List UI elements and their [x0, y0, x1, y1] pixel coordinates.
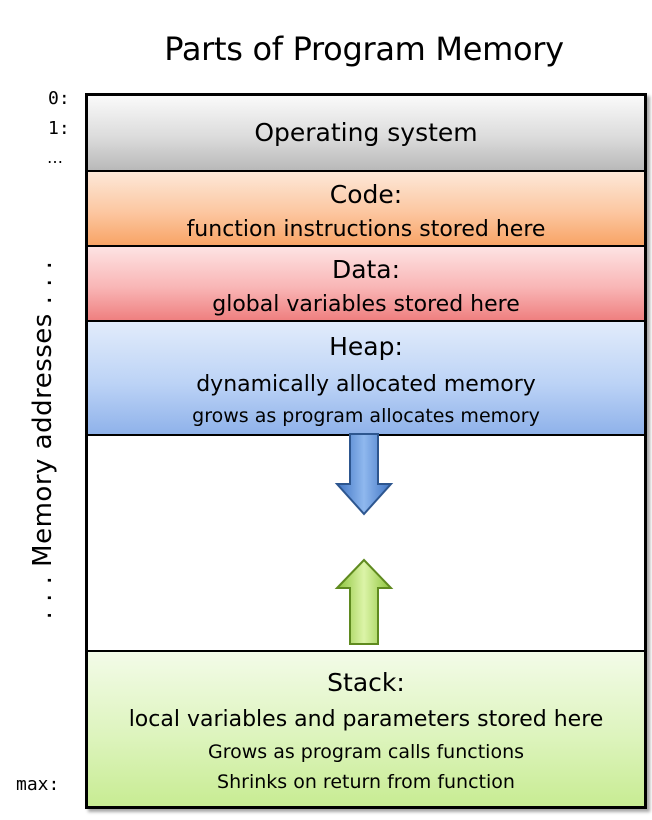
segment-stack-title: Stack: — [327, 668, 405, 697]
stack-growth-up-arrow-icon — [334, 558, 394, 645]
segment-heap-description: dynamically allocated memory — [196, 372, 536, 397]
segment-heap: Heap: dynamically allocated memory grows… — [88, 322, 644, 436]
segment-code-description: function instructions stored here — [186, 217, 546, 242]
address-label-max: max: — [16, 774, 60, 795]
segment-code-title: Code: — [329, 180, 403, 209]
memory-addresses-axis-label: . . . Memory addresses . . . — [28, 260, 58, 620]
address-label-one: 1: — [48, 118, 70, 139]
segment-os-title: Operating system — [254, 118, 478, 147]
segment-stack-note-grows: Grows as program calls functions — [207, 741, 525, 763]
segment-data-description: global variables stored here — [212, 292, 520, 317]
segment-operating-system: Operating system — [88, 96, 644, 172]
segment-data: Data: global variables stored here — [88, 247, 644, 322]
address-label-zero: 0: — [48, 88, 70, 109]
diagram-title: Parts of Program Memory — [164, 30, 564, 68]
segment-heap-title: Heap: — [329, 332, 403, 361]
segment-code: Code: function instructions stored here — [88, 172, 644, 247]
heap-growth-down-arrow-icon — [334, 433, 394, 516]
segment-heap-note: grows as program allocates memory — [192, 405, 540, 427]
address-label-ellipsis: … — [47, 148, 63, 167]
memory-block: Operating system Code: function instruct… — [85, 93, 647, 809]
segment-stack: Stack: local variables and parameters st… — [88, 650, 644, 806]
segment-stack-note-shrinks: Shrinks on return from function — [217, 771, 515, 793]
segment-stack-description: local variables and parameters stored he… — [128, 707, 604, 732]
segment-data-title: Data: — [331, 255, 401, 284]
